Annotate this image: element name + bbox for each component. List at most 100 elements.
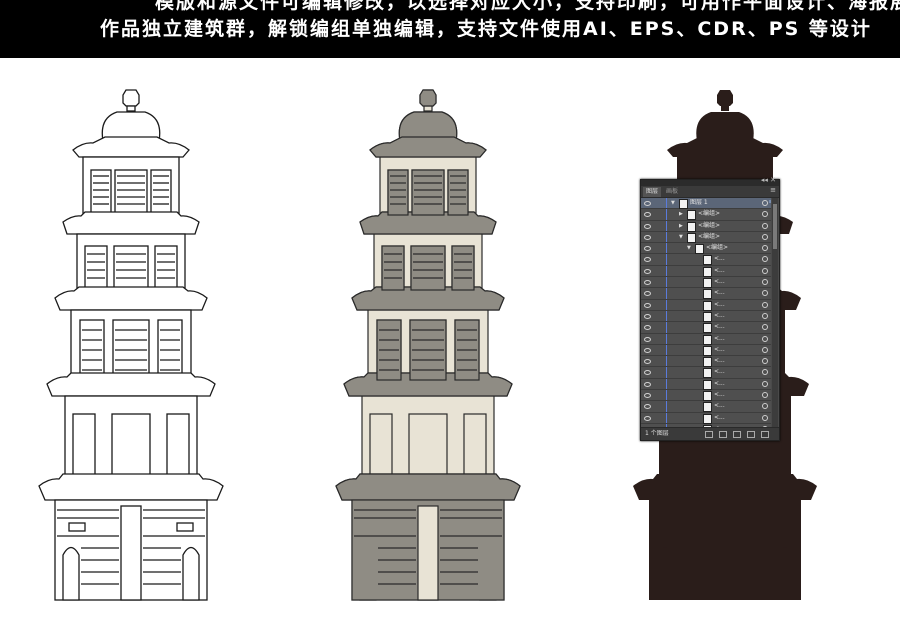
layer-row[interactable]: <... xyxy=(641,412,771,424)
visibility-eye-icon[interactable] xyxy=(644,223,651,229)
locate-object-icon[interactable] xyxy=(705,431,713,438)
layer-row[interactable]: ▼ 图层 1 xyxy=(641,198,771,210)
layer-row[interactable]: <... xyxy=(641,265,771,278)
target-circle-icon[interactable] xyxy=(762,222,768,229)
layer-row[interactable]: <... xyxy=(641,288,771,300)
layer-row[interactable]: ▼ <编组> xyxy=(641,243,771,255)
target-circle-icon[interactable] xyxy=(762,301,768,308)
layer-row[interactable]: <... xyxy=(641,390,771,402)
visibility-eye-icon[interactable] xyxy=(644,246,651,252)
visibility-eye-icon[interactable] xyxy=(644,404,651,410)
visibility-eye-icon[interactable] xyxy=(644,393,651,399)
layer-label[interactable]: <... xyxy=(714,379,725,387)
target-circle-icon[interactable] xyxy=(762,256,768,263)
visibility-eye-icon[interactable] xyxy=(644,370,651,376)
visibility-eye-icon[interactable] xyxy=(644,313,651,319)
visibility-eye-icon[interactable] xyxy=(644,415,651,421)
visibility-eye-icon[interactable] xyxy=(644,291,651,297)
layer-label[interactable]: <... xyxy=(714,300,725,308)
layer-label[interactable]: <... xyxy=(714,345,725,353)
target-circle-icon[interactable] xyxy=(762,200,768,206)
new-sublayer-icon[interactable] xyxy=(733,431,741,438)
layers-scrollbar[interactable] xyxy=(772,198,778,427)
layer-row[interactable]: <... xyxy=(641,401,771,413)
target-circle-icon[interactable] xyxy=(762,279,768,286)
collapse-arrow-icon[interactable]: ▼ xyxy=(679,233,683,240)
visibility-eye-icon[interactable] xyxy=(644,336,651,342)
target-circle-icon[interactable] xyxy=(762,324,768,331)
layers-list[interactable]: ▼图层 1▶<编组>▶<编组>▼<编组>▼<编组><...<...<...<..… xyxy=(641,198,771,427)
target-circle-icon[interactable] xyxy=(762,358,768,365)
layer-label[interactable]: <... xyxy=(714,391,725,399)
layer-label[interactable]: <... xyxy=(714,311,725,319)
target-circle-icon[interactable] xyxy=(762,267,768,274)
target-circle-icon[interactable] xyxy=(762,233,768,240)
visibility-eye-icon[interactable] xyxy=(644,325,651,331)
layer-label[interactable]: <... xyxy=(714,368,725,376)
target-circle-icon[interactable] xyxy=(762,312,768,319)
layer-label[interactable]: <... xyxy=(714,424,725,427)
target-circle-icon[interactable] xyxy=(762,403,768,410)
visibility-eye-icon[interactable] xyxy=(644,302,651,308)
layer-label[interactable]: <... xyxy=(714,278,725,286)
target-circle-icon[interactable] xyxy=(762,414,768,421)
expand-arrow-icon[interactable]: ▶ xyxy=(679,222,683,229)
layer-row[interactable]: <... xyxy=(641,310,771,323)
layer-label[interactable]: <... xyxy=(714,255,725,263)
layer-label[interactable]: <... xyxy=(714,323,725,331)
layer-label[interactable]: <... xyxy=(714,334,725,342)
layer-row[interactable]: <... xyxy=(641,367,771,379)
visibility-eye-icon[interactable] xyxy=(644,234,651,240)
target-circle-icon[interactable] xyxy=(762,245,768,252)
visibility-eye-icon[interactable] xyxy=(644,280,651,286)
layer-row[interactable]: <... xyxy=(641,356,771,368)
layer-label[interactable]: 图层 1 xyxy=(690,199,708,206)
scrollbar-thumb[interactable] xyxy=(773,204,777,249)
new-layer-icon[interactable] xyxy=(747,431,755,438)
layer-label[interactable]: <... xyxy=(714,289,725,297)
layer-row[interactable]: <... xyxy=(641,333,771,345)
layer-label[interactable]: <... xyxy=(714,402,725,410)
layer-label[interactable]: <... xyxy=(714,266,725,274)
collapse-arrow-icon[interactable]: ▼ xyxy=(671,200,675,206)
layer-label[interactable]: <... xyxy=(714,357,725,365)
layers-panel[interactable]: ◂◂ ✕ 图层 画板 ≡ ▼图层 1▶<编组>▶<编组>▼<编组>▼<编组><.… xyxy=(640,176,780,441)
visibility-eye-icon[interactable] xyxy=(644,268,651,274)
target-circle-icon[interactable] xyxy=(762,425,768,427)
layer-row[interactable]: <... xyxy=(641,322,771,334)
panel-titlebar[interactable]: ◂◂ ✕ xyxy=(641,176,779,186)
layer-row[interactable]: <... xyxy=(641,277,771,289)
collapse-icon[interactable]: ◂◂ ✕ xyxy=(760,176,776,184)
tab-artboards[interactable]: 画板 xyxy=(666,188,679,195)
collapse-arrow-icon[interactable]: ▼ xyxy=(687,245,691,252)
target-circle-icon[interactable] xyxy=(762,335,768,342)
visibility-eye-icon[interactable] xyxy=(644,359,651,365)
layer-label[interactable]: <... xyxy=(714,413,725,421)
selection-square-icon[interactable] xyxy=(769,200,771,203)
visibility-eye-icon[interactable] xyxy=(644,381,651,387)
layer-row[interactable]: ▶ <编组> xyxy=(641,220,771,232)
layer-row[interactable]: <... xyxy=(641,299,771,311)
delete-layer-icon[interactable] xyxy=(761,431,769,438)
layer-row[interactable]: <... xyxy=(641,378,771,391)
layer-row[interactable]: <... xyxy=(641,254,771,266)
visibility-eye-icon[interactable] xyxy=(644,212,651,218)
target-circle-icon[interactable] xyxy=(762,380,768,387)
layer-row[interactable]: ▶ <编组> xyxy=(641,209,771,221)
panel-menu-icon[interactable]: ≡ xyxy=(770,186,776,194)
layer-label[interactable]: <编组> xyxy=(698,221,721,229)
make-clip-mask-icon[interactable] xyxy=(719,431,727,438)
target-circle-icon[interactable] xyxy=(762,211,768,218)
tab-layers[interactable]: 图层 xyxy=(643,187,662,197)
layer-row[interactable]: ▼<编组> xyxy=(641,231,771,244)
layer-row[interactable]: <... xyxy=(641,423,771,427)
target-circle-icon[interactable] xyxy=(762,369,768,376)
expand-arrow-icon[interactable]: ▶ xyxy=(679,211,683,218)
target-circle-icon[interactable] xyxy=(762,392,768,399)
visibility-eye-icon[interactable] xyxy=(644,257,651,263)
visibility-eye-icon[interactable] xyxy=(644,201,651,206)
target-circle-icon[interactable] xyxy=(762,290,768,297)
layer-row[interactable]: <... xyxy=(641,344,771,357)
layer-label[interactable]: <编组> xyxy=(706,244,729,252)
layer-label[interactable]: <编组> xyxy=(698,210,721,218)
